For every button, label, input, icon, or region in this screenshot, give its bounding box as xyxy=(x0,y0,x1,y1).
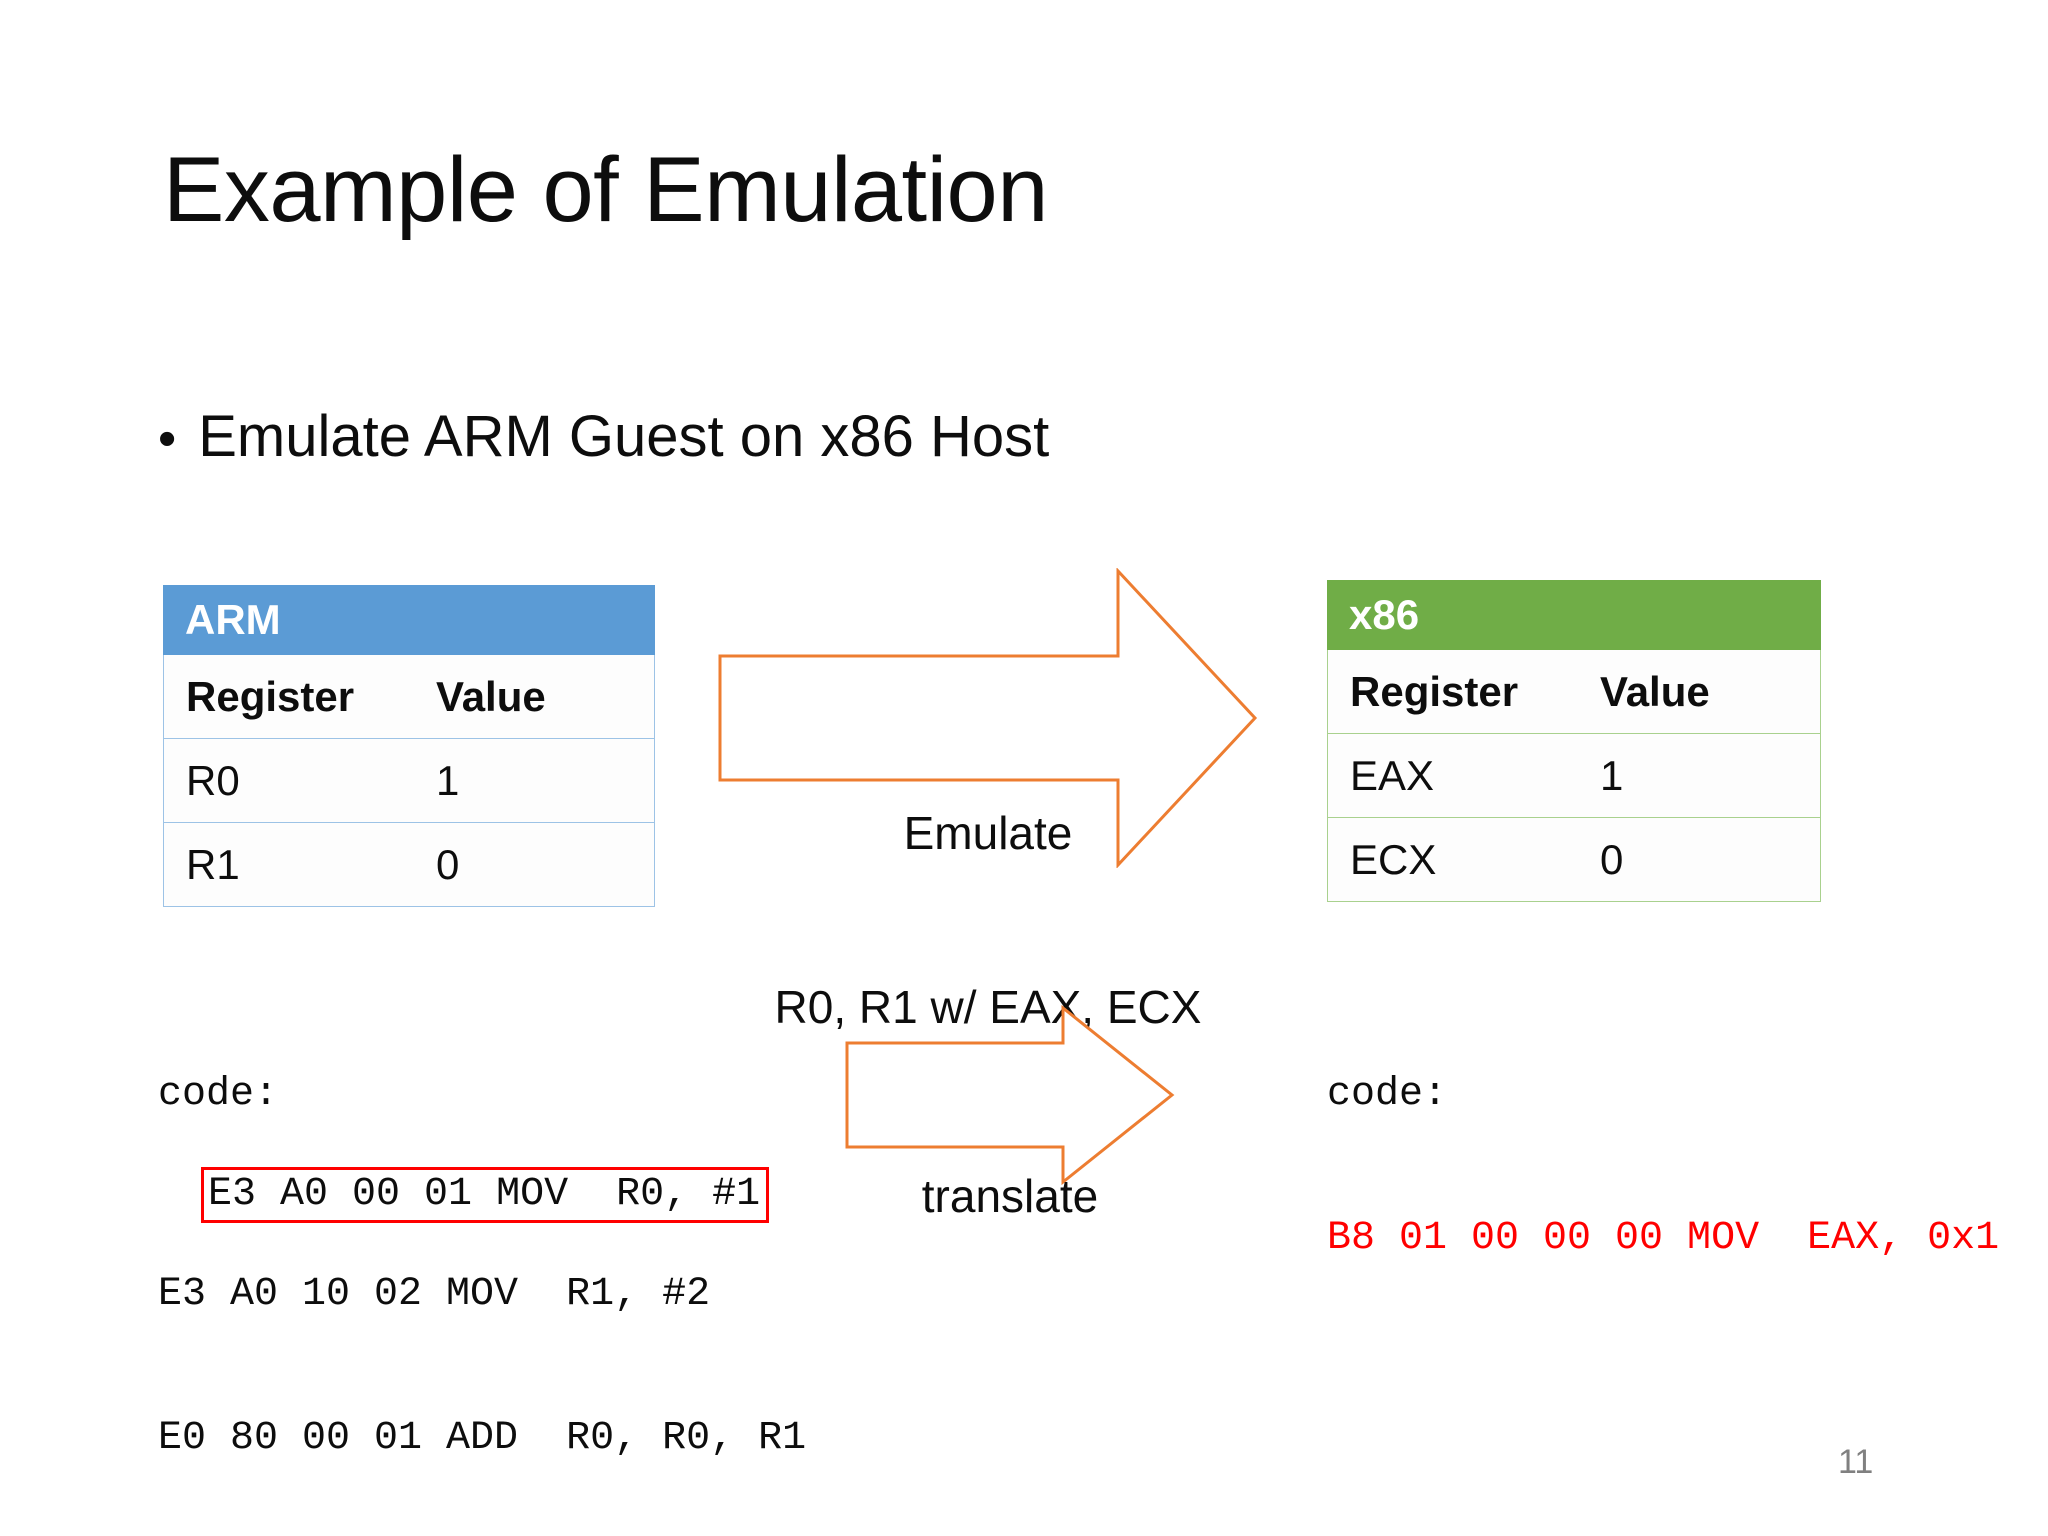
right-arrow-icon xyxy=(845,1005,1175,1185)
x86-code-block: code: B8 01 00 00 00 MOV EAX, 0x1 xyxy=(1327,975,1999,1311)
arm-row1-value: 0 xyxy=(436,840,460,888)
page-number: 11 xyxy=(1838,1443,1874,1481)
x86-code-line-0: B8 01 00 00 00 MOV EAX, 0x1 xyxy=(1327,1216,2000,1261)
table-header-row: Register Value xyxy=(163,655,655,739)
arm-row1-register: R1 xyxy=(186,840,240,888)
emulate-arrow-label-line1: Emulate xyxy=(903,807,1073,859)
x86-register-table: x86 Register Value EAX 1 ECX 0 xyxy=(1327,580,1821,902)
translate-arrow-label-line1: translate xyxy=(921,1170,1099,1222)
x86-column-register: Register xyxy=(1350,667,1519,715)
table-row: R1 0 xyxy=(163,823,655,907)
x86-row1-register: ECX xyxy=(1350,835,1437,883)
arm-row0-register: R0 xyxy=(186,756,240,804)
x86-row0-value: 1 xyxy=(1600,751,1624,799)
emulate-arrow: Emulate R0, R1 w/ EAX, ECX xyxy=(718,568,1258,1033)
arm-table-caption: ARM xyxy=(163,585,655,655)
arm-code-line-2: E0 80 00 01 ADD R0, R0, R1 xyxy=(158,1416,807,1461)
x86-code-label: code: xyxy=(1327,1072,1448,1117)
arm-register-table: ARM Register Value R0 1 R1 0 xyxy=(163,585,655,907)
x86-row1-value: 0 xyxy=(1600,835,1624,883)
x86-column-value: Value xyxy=(1600,667,1710,715)
arm-column-register: Register xyxy=(186,672,355,720)
table-row: EAX 1 xyxy=(1327,734,1821,818)
bullet-item: • Emulate ARM Guest on x86 Host xyxy=(158,408,1049,466)
translate-arrow: translate xyxy=(845,1005,1175,1222)
translate-arrow-label: translate xyxy=(845,1061,1233,1331)
table-row: ECX 0 xyxy=(1327,818,1821,902)
right-arrow-icon xyxy=(718,568,1258,868)
table-row: R0 1 xyxy=(163,739,655,823)
bullet-marker-icon: • xyxy=(158,410,177,468)
arm-column-value: Value xyxy=(436,672,546,720)
bullet-text: Emulate ARM Guest on x86 Host xyxy=(198,404,1050,469)
arm-row0-value: 1 xyxy=(436,756,460,804)
arm-code-label: code: xyxy=(158,1072,279,1117)
emulate-arrow-label: Emulate R0, R1 w/ EAX, ECX xyxy=(718,688,1332,1152)
x86-row0-register: EAX xyxy=(1350,751,1435,799)
table-header-row: Register Value xyxy=(1327,650,1821,734)
x86-table-caption: x86 xyxy=(1327,580,1821,650)
page-title: Example of Emulation xyxy=(163,139,1048,241)
emulate-arrow-label-line2: R0, R1 w/ EAX, ECX xyxy=(774,981,1202,1033)
arm-code-block: code: E3 A0 00 01 MOV R0, #1 E3 A0 10 02… xyxy=(158,975,806,1511)
arm-code-line-0: E3 A0 00 01 MOV R0, #1 xyxy=(201,1167,770,1223)
arm-code-line-1: E3 A0 10 02 MOV R1, #2 xyxy=(158,1272,711,1317)
